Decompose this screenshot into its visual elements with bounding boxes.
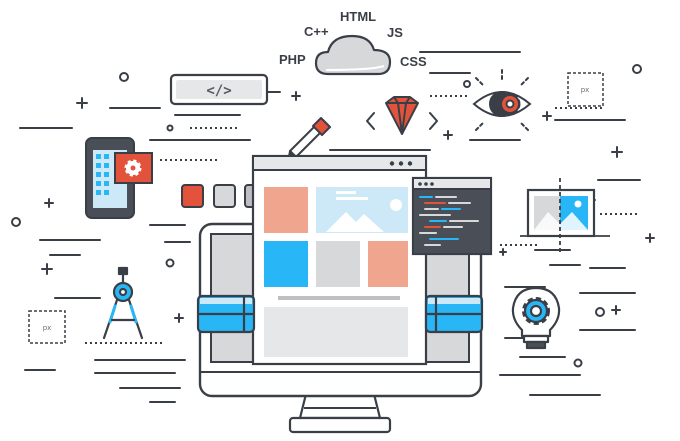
decor-plus-marks xyxy=(41,91,655,323)
cloud-icon xyxy=(314,34,392,76)
drafting-compass-icon xyxy=(102,266,144,340)
label-php: PHP xyxy=(279,52,306,67)
browser-clamp-left xyxy=(196,294,256,334)
gear-icon xyxy=(124,159,142,177)
decor-circles xyxy=(11,64,642,368)
px-ruler-box-right: px xyxy=(567,72,604,107)
eye-gear-icon xyxy=(472,69,532,131)
px-label-right: px xyxy=(581,86,590,94)
px-ruler-box-left: px xyxy=(28,310,66,344)
label-css: CSS xyxy=(400,54,427,69)
dotted-lines xyxy=(85,95,640,344)
label-html: HTML xyxy=(340,9,376,24)
code-tag-label: </> xyxy=(206,83,231,99)
browser-clamp-right xyxy=(424,294,484,334)
browser-monitor-icon xyxy=(251,154,428,366)
diamond-icon xyxy=(366,96,438,135)
phone-settings-icon xyxy=(85,137,153,219)
image-crop-icon xyxy=(520,178,610,252)
label-js: JS xyxy=(387,25,403,40)
label-cpp: C++ xyxy=(304,24,329,39)
gear-bulb-icon xyxy=(511,286,561,350)
px-label-left: px xyxy=(43,324,52,332)
code-tag-icon: </> xyxy=(169,73,269,106)
code-editor-icon xyxy=(411,176,493,256)
